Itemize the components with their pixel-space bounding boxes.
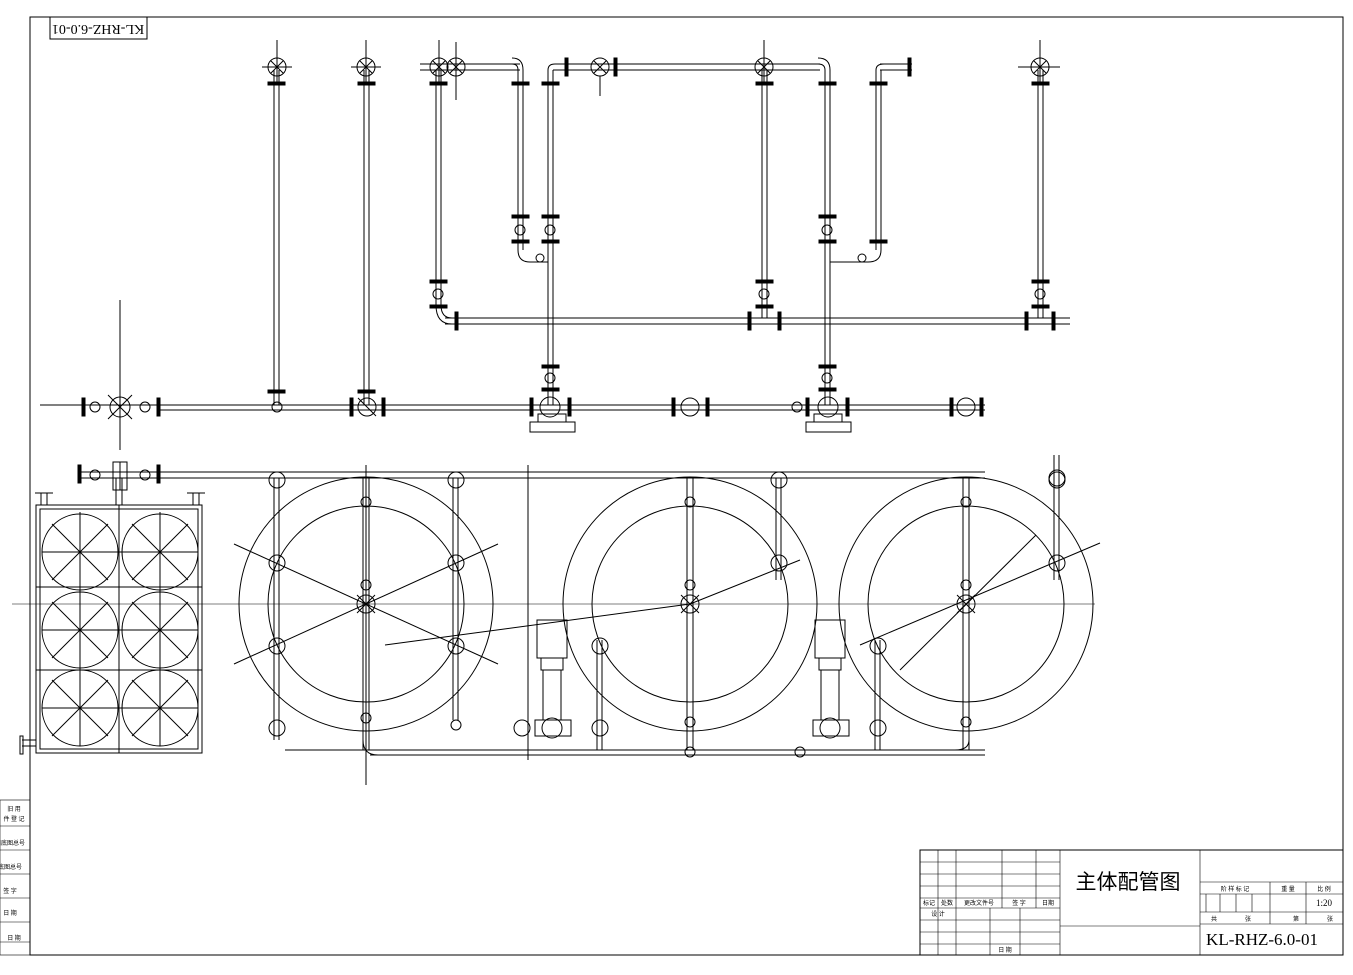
margin-item: 日 期 bbox=[7, 934, 21, 942]
drawing-number: KL-RHZ-6.0-01 bbox=[1206, 930, 1318, 949]
circulation-pumps bbox=[362, 619, 970, 758]
upper-pipe-network bbox=[40, 57, 1070, 756]
sheet-label: 第 bbox=[1293, 915, 1299, 923]
margin-item: 底图总号 bbox=[0, 863, 22, 871]
signature-label: 签 字 bbox=[1012, 899, 1026, 907]
page-label: 张 bbox=[1327, 915, 1333, 923]
design-label: 设 计 bbox=[931, 910, 945, 918]
left-margin-record: 旧 用 件 登 记 旧底图总号 底图总号 签 字 日 期 日 期 bbox=[0, 799, 31, 956]
date-label: 日期 bbox=[1042, 899, 1054, 907]
storage-tank-plan bbox=[19, 478, 205, 755]
drawing-title: 主体配管图 bbox=[1076, 870, 1181, 894]
revision-count-label: 处数 bbox=[941, 899, 953, 907]
margin-item: 签 字 bbox=[3, 887, 17, 895]
margin-item: 旧 用 bbox=[7, 806, 21, 813]
stage-mark-label: 阶 样 标 记 bbox=[1221, 885, 1250, 893]
title-block bbox=[919, 849, 1344, 956]
margin-item: 日 期 bbox=[3, 909, 17, 917]
drawing-border bbox=[29, 16, 1344, 956]
total-label: 共 bbox=[1211, 915, 1217, 923]
weight-label: 重 量 bbox=[1281, 885, 1295, 893]
stamp-code-text: KL-RHZ-6.0-01 bbox=[52, 21, 144, 36]
pipe-flanges bbox=[77, 57, 1056, 484]
handwheel-valves bbox=[89, 40, 1060, 491]
scale-label: 比 例 bbox=[1317, 885, 1331, 893]
revision-mark-label: 标记 bbox=[923, 899, 935, 907]
scale-value: 1:20 bbox=[1316, 898, 1333, 908]
date2-label: 日 期 bbox=[998, 946, 1012, 954]
sheets-label: 张 bbox=[1245, 915, 1251, 923]
margin-item: 件 登 记 bbox=[3, 815, 24, 823]
round-tank-1 bbox=[233, 465, 499, 785]
round-tank-3 bbox=[838, 455, 1101, 750]
drawing-code-stamp: KL-RHZ-6.0-01 bbox=[49, 16, 148, 40]
round-tank-2 bbox=[384, 465, 818, 760]
margin-item: 旧底图总号 bbox=[0, 839, 25, 847]
change-doc-label: 更改文件号 bbox=[964, 899, 994, 907]
